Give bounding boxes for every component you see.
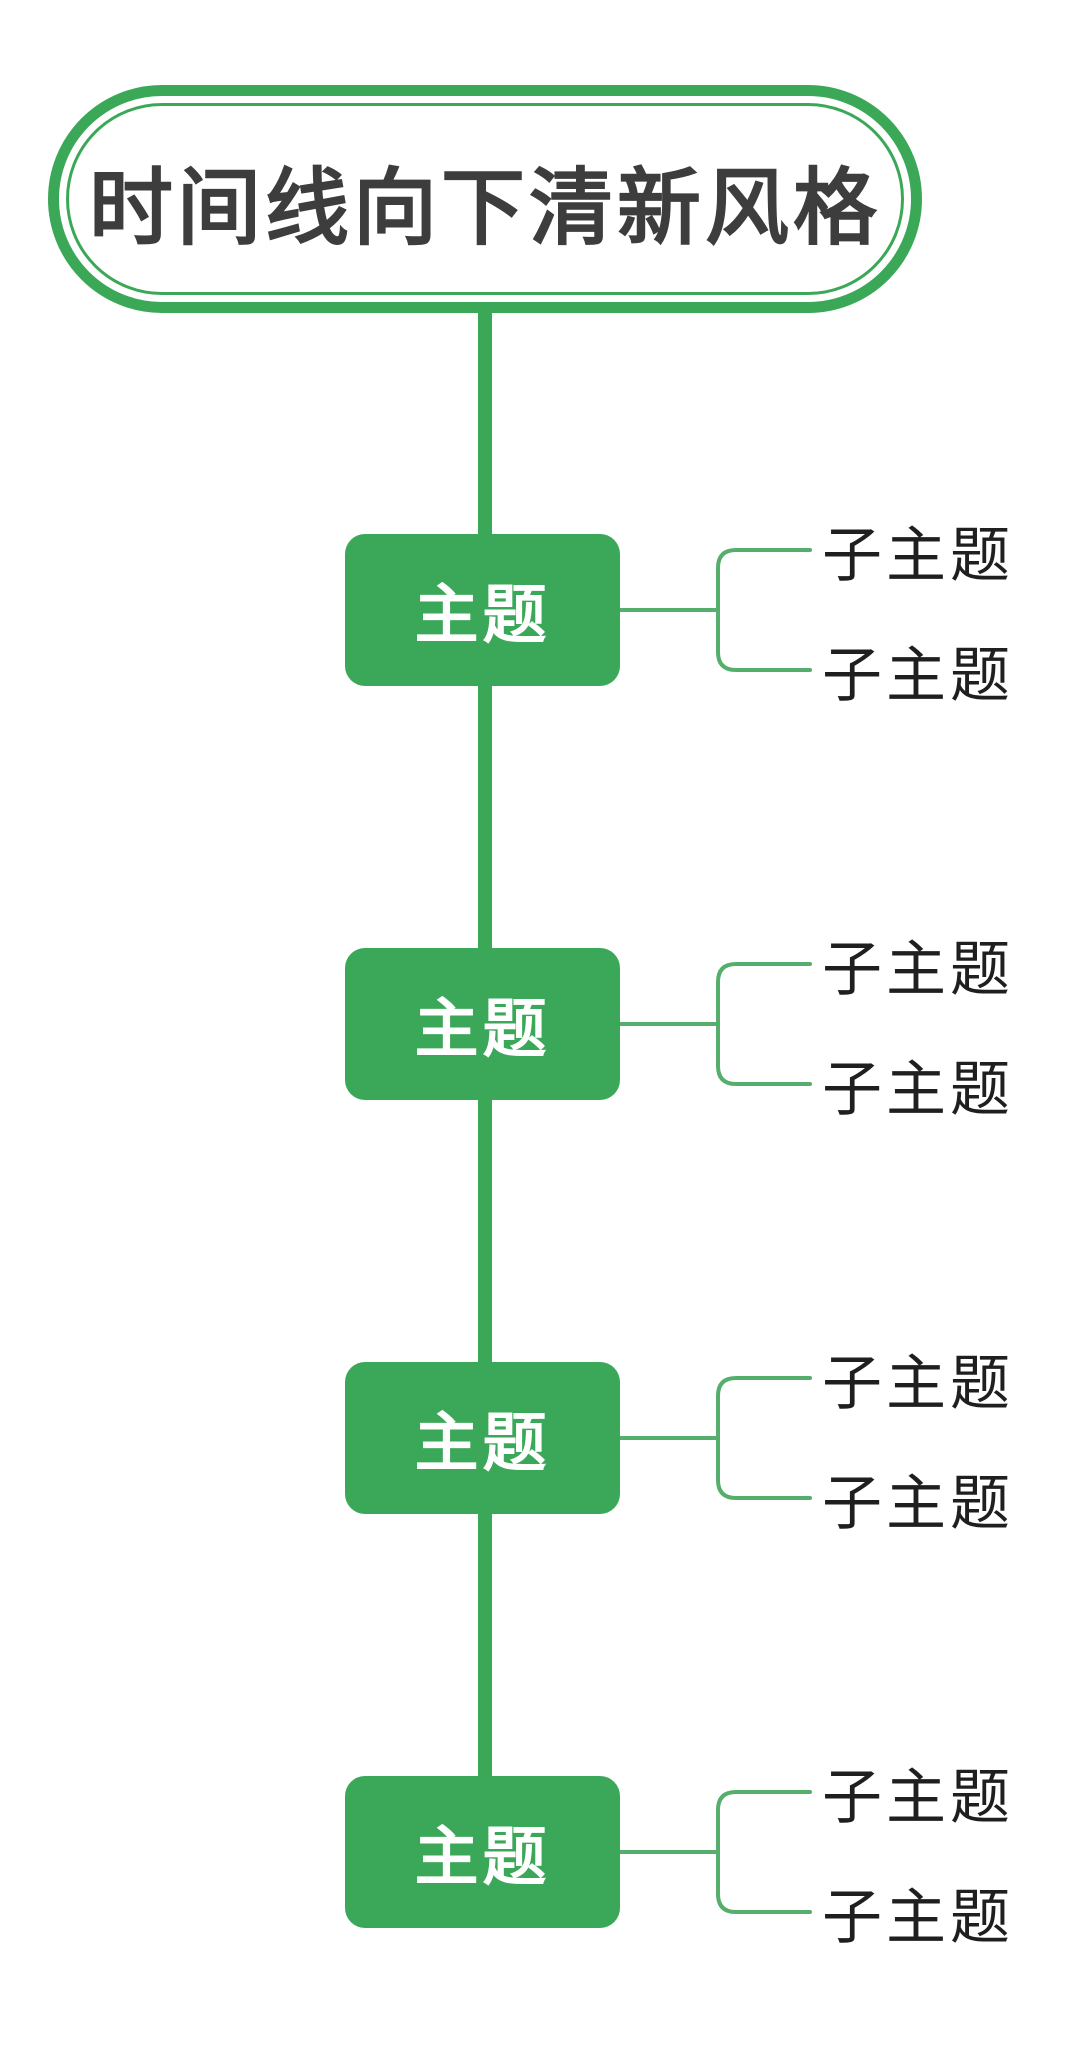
root-topic[interactable]: 时间线向下清新风格 (48, 85, 922, 313)
topic-node[interactable]: 主题 (345, 1362, 620, 1514)
branch-connector (620, 530, 820, 690)
topic-label: 主题 (414, 579, 551, 651)
subtopic-label[interactable]: 子主题 (822, 1763, 1014, 1831)
root-topic-inner-border: 时间线向下清新风格 (66, 103, 904, 295)
subtopic-label[interactable]: 子主题 (822, 521, 1014, 589)
branch-connector (620, 1358, 820, 1518)
topic-node[interactable]: 主题 (345, 1776, 620, 1928)
topic-node[interactable]: 主题 (345, 948, 620, 1100)
branch-connector (620, 1772, 820, 1932)
subtopic-label[interactable]: 子主题 (822, 641, 1014, 709)
subtopic-label[interactable]: 子主题 (822, 935, 1014, 1003)
subtopic-label[interactable]: 子主题 (822, 1883, 1014, 1951)
branch-connector (620, 944, 820, 1104)
subtopic-label[interactable]: 子主题 (822, 1055, 1014, 1123)
topic-label: 主题 (414, 1821, 551, 1893)
subtopic-label[interactable]: 子主题 (822, 1469, 1014, 1537)
topic-node[interactable]: 主题 (345, 534, 620, 686)
topic-label: 主题 (414, 993, 551, 1065)
subtopic-label[interactable]: 子主题 (822, 1349, 1014, 1417)
root-topic-label: 时间线向下清新风格 (88, 160, 881, 255)
topic-label: 主题 (414, 1407, 551, 1479)
